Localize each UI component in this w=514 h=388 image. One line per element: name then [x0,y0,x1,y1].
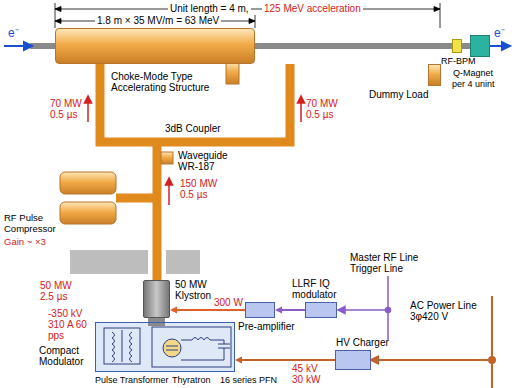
waveguide [100,64,290,280]
node-label: RF Pulse Compressor [4,212,58,234]
line-label: AC Power Line 3φ420 V [410,300,484,322]
node-label: Compact Modulator [39,345,94,367]
node-label: Pre-amplifier [238,321,295,332]
beam-label: e⁻ [494,28,505,39]
compressor-cavity [60,172,116,194]
power-label: 50 MW 2.5 µs [40,280,78,302]
connector [275,307,305,314]
rf-port [226,62,239,84]
klystron: 50 MW Klystron [143,280,170,318]
power-label: 300 W [214,297,243,308]
master-rf-line [338,276,391,340]
node-label: LLRF IQ modulator [292,278,354,300]
power-label: 70 MW 0.5 µs [50,98,84,120]
connector [235,357,335,364]
accelerating-structure: Choke-Mode Type Accelerating Structure [55,28,255,64]
node-label: RF-BPM [441,56,476,67]
rf-bpm: RF-BPM [452,39,462,53]
part-label: Pulse Transformer [95,375,169,386]
dummy-load: Dummy Load [428,64,441,86]
shield-wall [70,250,148,274]
dimension-line [55,3,440,28]
part-label: 3dB Coupler [165,123,221,134]
node-label: HV Charger [336,337,389,348]
pulse-spec: -350 kV 310 A 60 pps [48,308,90,341]
llrf-box: LLRF IQ modulator [305,302,337,318]
modulator-box: Compact Modulator [95,322,235,372]
dimension-label: 125 MeV acceleration [262,3,363,14]
power-label: 70 MW 0.5 µs [306,98,340,120]
modulator-fill [95,322,235,372]
power-label: 150 MW 0.5 µs [180,178,222,200]
node-label: Q-Magnet [453,68,493,79]
hv-charger-box: HV Charger [335,350,371,370]
dimension-label: 1.8 m × 35 MV/m = 63 MeV [95,15,221,26]
beam-label: e⁻ [8,28,19,39]
node-label: Choke-Mode Type Accelerating Structure [111,71,223,93]
waveguide-load [161,152,173,164]
part-label: Thyratron [172,375,211,386]
pulse-compressor: RF Pulse CompressorGain ~ ×3 [58,170,118,228]
thyratron [163,339,181,357]
line-label: Master RF Line Trigger Line [350,252,430,274]
pulse-transformer [104,328,140,364]
node-label: Gain ~ ×3 [4,236,58,247]
ac-power-line [371,296,495,388]
power-arrow [85,96,305,205]
preamp-box: Pre-amplifier [245,302,275,318]
note: per 4 unint [452,79,495,90]
part-label: Waveguide WR-187 [178,150,234,172]
q-magnet: Q-Magnet [470,35,490,57]
pfn-circuit [181,338,230,361]
node-label: Dummy Load [369,89,428,100]
compressor-cavity [60,202,116,224]
dimension-label: Unit length = 4 m, [168,3,251,14]
power-label: 45 kV 30 kW [292,363,324,385]
shield-wall [166,250,200,274]
pfn-box [152,327,231,367]
part-label: 16 series PFN [220,375,277,386]
